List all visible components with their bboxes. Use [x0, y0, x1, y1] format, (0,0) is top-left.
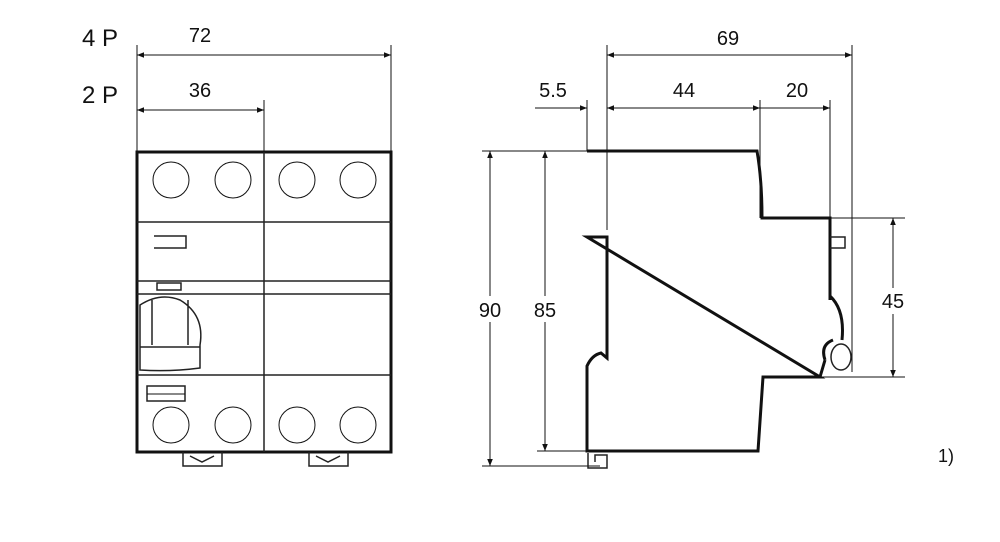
dim-depth-body: 44: [673, 80, 695, 102]
dim-height-front: 45: [882, 291, 904, 313]
terminal-screws-top: [152, 161, 377, 199]
test-button-side: [830, 236, 846, 249]
device-body-side: [581, 149, 844, 453]
dim-width-4p: 72: [189, 25, 211, 47]
dim-depth-front: 20: [786, 80, 808, 102]
dim-width-2p: 36: [189, 80, 211, 102]
test-button: [156, 282, 182, 291]
dim-rail-offset: 5.5: [539, 80, 567, 102]
dim-height-total: 90: [479, 300, 501, 322]
toggle-lever-side: [830, 343, 852, 371]
terminal-screws-bottom: [152, 406, 377, 444]
indicator-window: [154, 235, 187, 249]
din-clip-side: [587, 453, 608, 469]
toggle-lever-front: [139, 296, 202, 372]
dim-depth-total: 69: [717, 28, 739, 50]
side-view: 69 5.5 44 20 90 85 45: [474, 28, 909, 469]
label-2p: 2 P: [82, 82, 118, 109]
front-view: 4 P 2 P 72 36: [82, 25, 393, 467]
label-4p: 4 P: [82, 25, 118, 52]
dim-height-body: 85: [534, 300, 556, 322]
din-clip-left: [182, 452, 223, 467]
din-clip-right: [308, 452, 349, 467]
footnote-marker: 1): [938, 446, 954, 466]
